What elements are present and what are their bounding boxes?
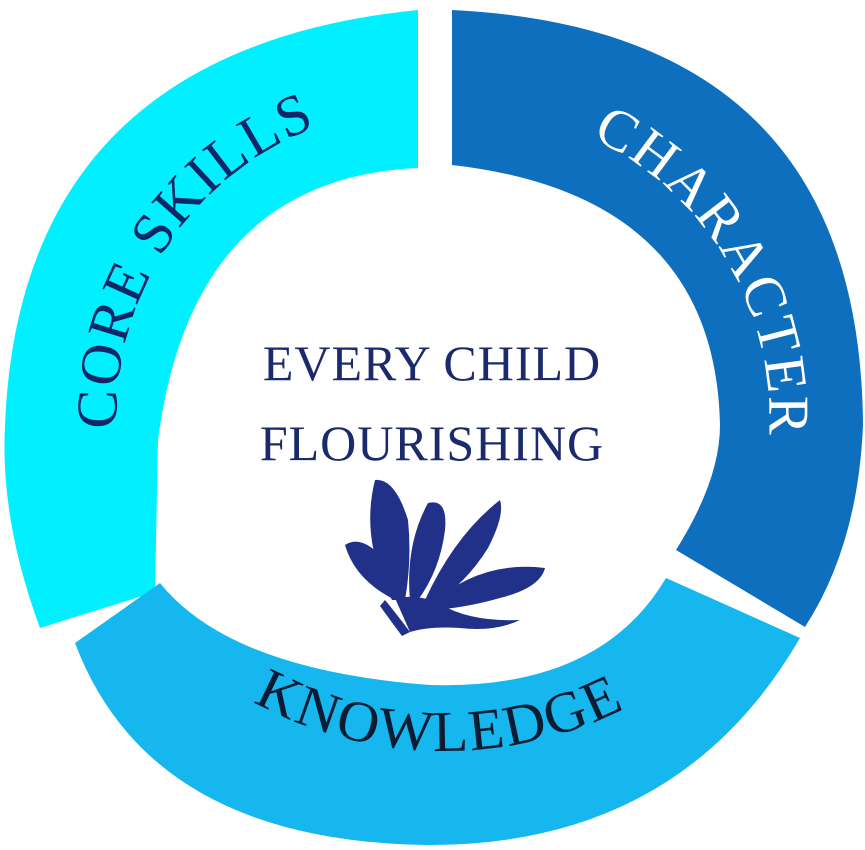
core-skills-segment bbox=[4, 10, 418, 628]
character-segment bbox=[452, 10, 863, 627]
center-title-line2: FLOURISHING bbox=[260, 415, 604, 471]
flower-icon bbox=[345, 479, 545, 636]
knowledge-segment bbox=[75, 578, 800, 845]
center-title-line1: EVERY CHILD bbox=[263, 335, 601, 391]
